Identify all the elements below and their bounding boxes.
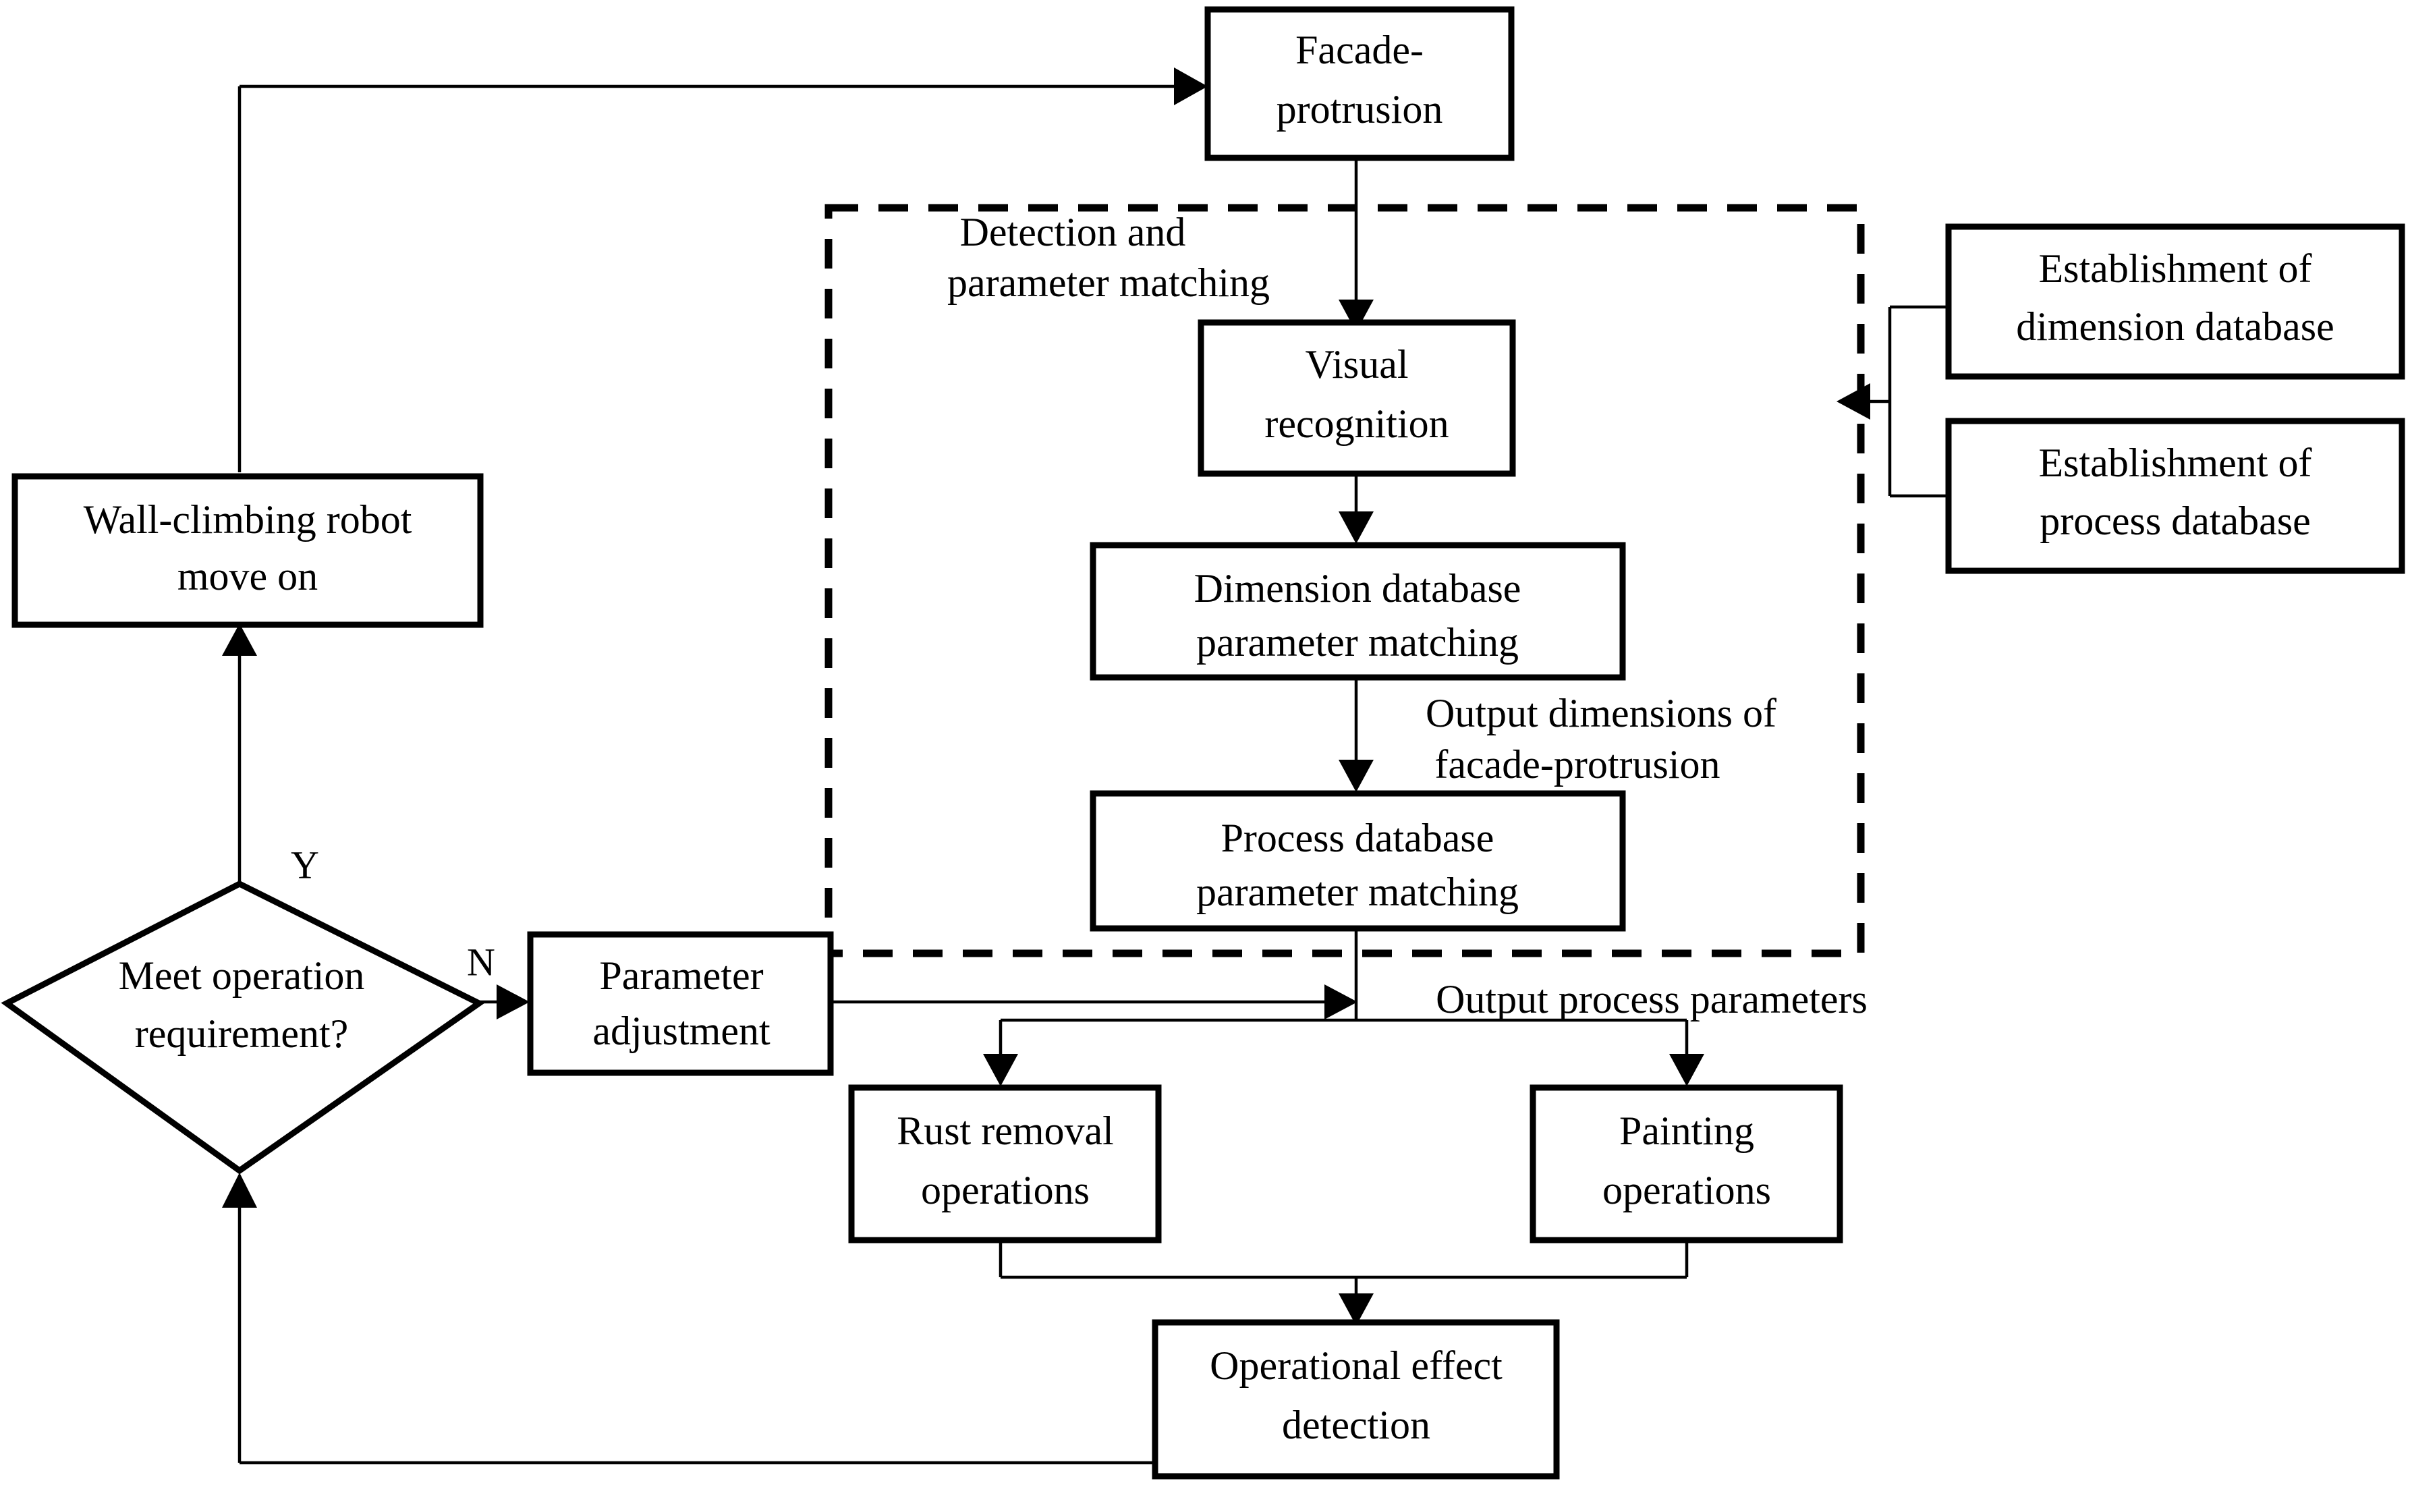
arrowhead-database-into-group [1837,383,1870,420]
node-visual-recognition-line1: Visual [1305,342,1408,387]
arrowhead-decision-yes-to-robot [222,623,257,656]
node-facade-protrusion-line1: Facade- [1295,28,1424,72]
arrowhead-facade-to-visual [1339,300,1374,332]
edge-label-output-dimensions-line1: Output dimensions of [1426,691,1776,735]
arrowhead-decision-no-to-parameter-adjustment [497,984,530,1019]
group-label-detection-line2: parameter matching [947,260,1270,305]
node-visual-recognition-line2: recognition [1264,401,1449,446]
edge-label-output-process-parameters: Output process parameters [1436,977,1868,1021]
node-parameter-adjustment-line2: adjustment [592,1009,770,1053]
node-establish-dimension-db-line1: Establishment of [2039,246,2312,291]
arrowhead-return-to-decision [222,1173,257,1208]
node-establish-process-db-line1: Establishment of [2039,441,2312,485]
node-dimension-db-line1: Dimension database [1194,566,1521,611]
node-wall-climbing-robot-line1: Wall-climbing robot [84,497,412,542]
node-facade-protrusion[interactable]: Facade- protrusion [1204,6,1515,161]
node-process-db-line2: parameter matching [1196,870,1519,914]
node-establishment-of-dimension-database[interactable]: Establishment of dimension database [1945,223,2405,380]
node-wall-climbing-robot-line2: move on [177,554,318,598]
group-label-detection-line1: Detection and [960,210,1186,254]
node-process-database-parameter-matching[interactable]: Process database parameter matching [1090,790,1626,932]
arrowhead-bus-to-painting [1669,1054,1704,1086]
node-visual-recognition[interactable]: Visual recognition [1198,319,1516,477]
arrowhead-top-to-facade [1174,67,1208,105]
node-wall-climbing-robot-move-on[interactable]: Wall-climbing robot move on [11,473,484,628]
node-establish-dimension-db-line2: dimension database [2016,304,2334,349]
node-establish-process-db-line2: process database [2040,499,2310,543]
node-facade-protrusion-line2: protrusion [1277,87,1443,132]
node-meet-operation-requirement-line2: requirement? [135,1011,349,1056]
arrowhead-visual-to-dimension [1339,511,1374,544]
node-operational-effect-line1: Operational effect [1210,1343,1503,1388]
node-parameter-adjustment-line1: Parameter [599,953,763,998]
node-dimension-db-line2: parameter matching [1196,620,1519,665]
node-operational-effect-detection[interactable]: Operational effect detection [1152,1319,1560,1480]
arrowhead-parameter-adjustment-to-trunk [1324,984,1357,1019]
node-painting-line1: Painting [1619,1109,1754,1153]
arrowhead-dimension-to-process [1339,760,1374,792]
node-rust-removal-operations[interactable]: Rust removal operations [848,1084,1162,1243]
node-dimension-database-parameter-matching[interactable]: Dimension database parameter matching [1090,542,1626,681]
node-establishment-of-process-database[interactable]: Establishment of process database [1945,418,2405,574]
node-rust-removal-line2: operations [921,1168,1090,1212]
node-process-db-line1: Process database [1221,816,1494,860]
node-meet-operation-requirement-line1: Meet operation [119,953,365,998]
edge-label-output-dimensions-line2: facade-protrusion [1434,742,1720,787]
arrowhead-merge-to-detection [1339,1293,1374,1326]
node-rust-removal-line1: Rust removal [897,1109,1114,1153]
node-meet-operation-requirement-decision[interactable]: Meet operation requirement? [1,880,485,1175]
detection-and-matching-group [824,204,1865,957]
arrowhead-bus-to-rust-removal [983,1054,1018,1086]
node-painting-line2: operations [1602,1168,1771,1212]
node-painting-operations[interactable]: Painting operations [1530,1084,1843,1243]
node-operational-effect-line2: detection [1282,1403,1430,1447]
edge-label-decision-no: N [467,940,495,984]
node-parameter-adjustment[interactable]: Parameter adjustment [527,931,834,1076]
edge-label-decision-yes: Y [291,843,319,887]
